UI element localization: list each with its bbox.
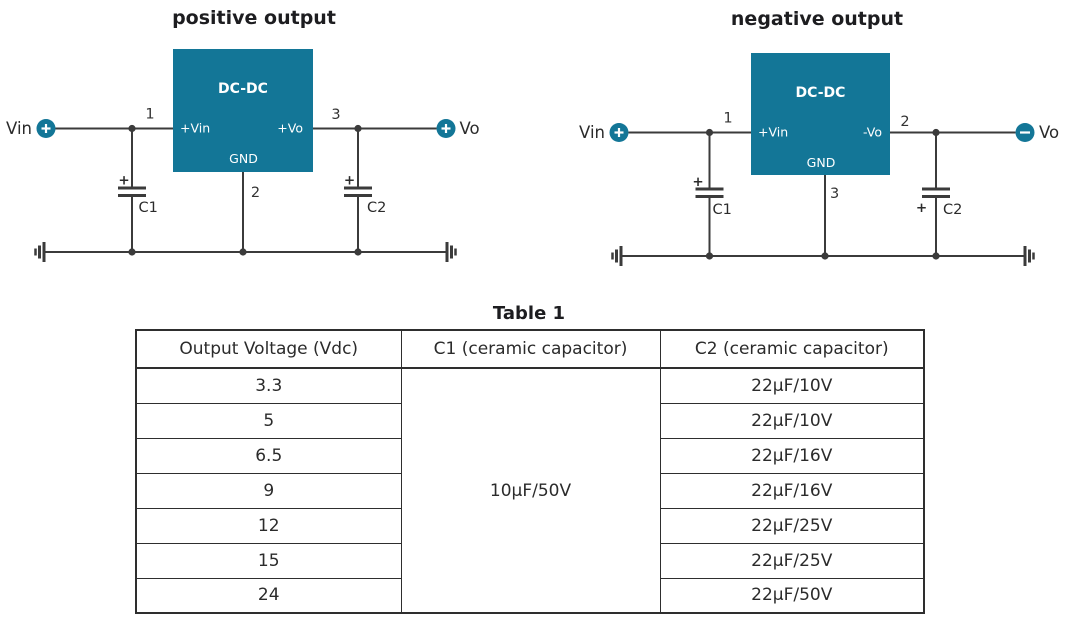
polarity-plus-mark: + bbox=[118, 173, 129, 189]
col-header-c2: C2 (ceramic capacitor) bbox=[659, 329, 925, 369]
voltage-cell: 24 bbox=[135, 577, 402, 614]
earth-ground-icon bbox=[611, 246, 623, 266]
chip-label: DC-DC bbox=[218, 81, 268, 97]
pin-label-vo: -Vo bbox=[863, 125, 882, 140]
plus-terminal-icon bbox=[609, 123, 629, 142]
capacitor-label: C1 bbox=[713, 202, 732, 218]
table-row: 15 22µF/25V bbox=[135, 542, 925, 579]
table-title: Table 1 bbox=[492, 303, 566, 324]
table-row: 5 22µF/10V bbox=[135, 402, 925, 439]
table-1-section: Table 1 Output Voltage (Vdc) C1 (ceramic… bbox=[135, 303, 925, 614]
junction-dot bbox=[705, 128, 714, 137]
c2-cell: 22µF/16V bbox=[659, 437, 925, 474]
c2-cell: 22µF/10V bbox=[659, 402, 925, 439]
polarity-plus-mark: + bbox=[916, 200, 927, 216]
voltage-cell: 15 bbox=[135, 542, 402, 579]
pin-label-vin: +Vin bbox=[180, 121, 210, 136]
capacitor-label: C1 bbox=[139, 200, 158, 216]
table-header-row: Output Voltage (Vdc) C1 (ceramic capacit… bbox=[135, 329, 925, 369]
capacitor-c2: + C2 bbox=[916, 132, 962, 256]
pin-label-vin: +Vin bbox=[758, 125, 788, 140]
table-row: 24 22µF/50V bbox=[135, 577, 925, 614]
junction-dot bbox=[354, 124, 362, 133]
c2-cell: 22µF/10V bbox=[659, 367, 925, 404]
polarity-plus-mark: + bbox=[344, 173, 355, 189]
plus-terminal-icon bbox=[36, 119, 56, 138]
junction-dot bbox=[932, 252, 940, 260]
polarity-plus-mark: + bbox=[692, 174, 703, 190]
capacitor-selection-table: Output Voltage (Vdc) C1 (ceramic capacit… bbox=[135, 329, 925, 614]
plus-terminal-icon bbox=[436, 119, 456, 138]
col-header-c1: C1 (ceramic capacitor) bbox=[400, 329, 661, 369]
junction-dot bbox=[239, 248, 247, 256]
pin-number: 2 bbox=[251, 185, 260, 201]
voltage-cell: 3.3 bbox=[135, 367, 402, 404]
c2-cell: 22µF/16V bbox=[659, 472, 925, 509]
capacitor-c2: + C2 bbox=[344, 128, 386, 252]
table-row: 6.5 22µF/16V bbox=[135, 437, 925, 474]
earth-ground-icon bbox=[445, 242, 457, 262]
capacitor-c1: + C1 bbox=[118, 128, 158, 252]
table-row: 3.3 10µF/50V 22µF/10V bbox=[135, 367, 925, 614]
junction-dot bbox=[932, 128, 940, 137]
output-terminal-label: Vo bbox=[1039, 123, 1059, 142]
junction-dot bbox=[354, 248, 362, 256]
capacitor-c1: + C1 bbox=[692, 132, 732, 256]
diagram-title: negative output bbox=[731, 8, 903, 30]
chip-label: DC-DC bbox=[796, 85, 846, 101]
application-circuits: positive output + C1 + bbox=[6, 7, 1059, 266]
pin-number: 1 bbox=[145, 107, 154, 123]
voltage-cell: 9 bbox=[135, 472, 402, 509]
junction-dot bbox=[128, 124, 136, 133]
capacitor-label: C2 bbox=[943, 202, 962, 218]
c2-cell: 22µF/25V bbox=[659, 542, 925, 579]
output-terminal-label: Vo bbox=[460, 119, 480, 138]
table-row: 12 22µF/25V bbox=[135, 507, 925, 544]
earth-ground-icon bbox=[34, 242, 46, 262]
pin-label-gnd: GND bbox=[807, 155, 836, 170]
pin-number: 3 bbox=[830, 186, 839, 202]
col-header-output-voltage: Output Voltage (Vdc) bbox=[135, 329, 402, 369]
junction-dot bbox=[128, 248, 136, 256]
pin-label-vo: +Vo bbox=[277, 121, 303, 136]
capacitor-label: C2 bbox=[367, 200, 386, 216]
pin-label-gnd: GND bbox=[229, 151, 258, 166]
c1-merged-cell: 10µF/50V bbox=[400, 367, 661, 614]
junction-dot bbox=[705, 252, 714, 260]
pin-number: 2 bbox=[900, 114, 909, 130]
pin-number: 1 bbox=[723, 111, 732, 127]
dcdc-converter-block: DC-DC +Vin +Vo GND bbox=[173, 49, 313, 172]
earth-ground-icon bbox=[1023, 246, 1035, 266]
c2-cell: 22µF/50V bbox=[659, 577, 925, 614]
minus-terminal-icon bbox=[1015, 123, 1035, 142]
voltage-cell: 5 bbox=[135, 402, 402, 439]
voltage-cell: 6.5 bbox=[135, 437, 402, 474]
positive-output-diagram: positive output + C1 + bbox=[6, 7, 480, 262]
junction-dot bbox=[821, 252, 829, 260]
table-row: 9 22µF/16V bbox=[135, 472, 925, 509]
voltage-cell: 12 bbox=[135, 507, 402, 544]
pin-number: 3 bbox=[331, 107, 340, 123]
diagram-title: positive output bbox=[172, 7, 336, 29]
dcdc-converter-block: DC-DC +Vin -Vo GND bbox=[751, 53, 890, 175]
input-terminal-label: Vin bbox=[6, 119, 32, 138]
negative-output-diagram: negative output + C1 + bbox=[579, 8, 1059, 266]
input-terminal-label: Vin bbox=[579, 123, 605, 142]
c2-cell: 22µF/25V bbox=[659, 507, 925, 544]
